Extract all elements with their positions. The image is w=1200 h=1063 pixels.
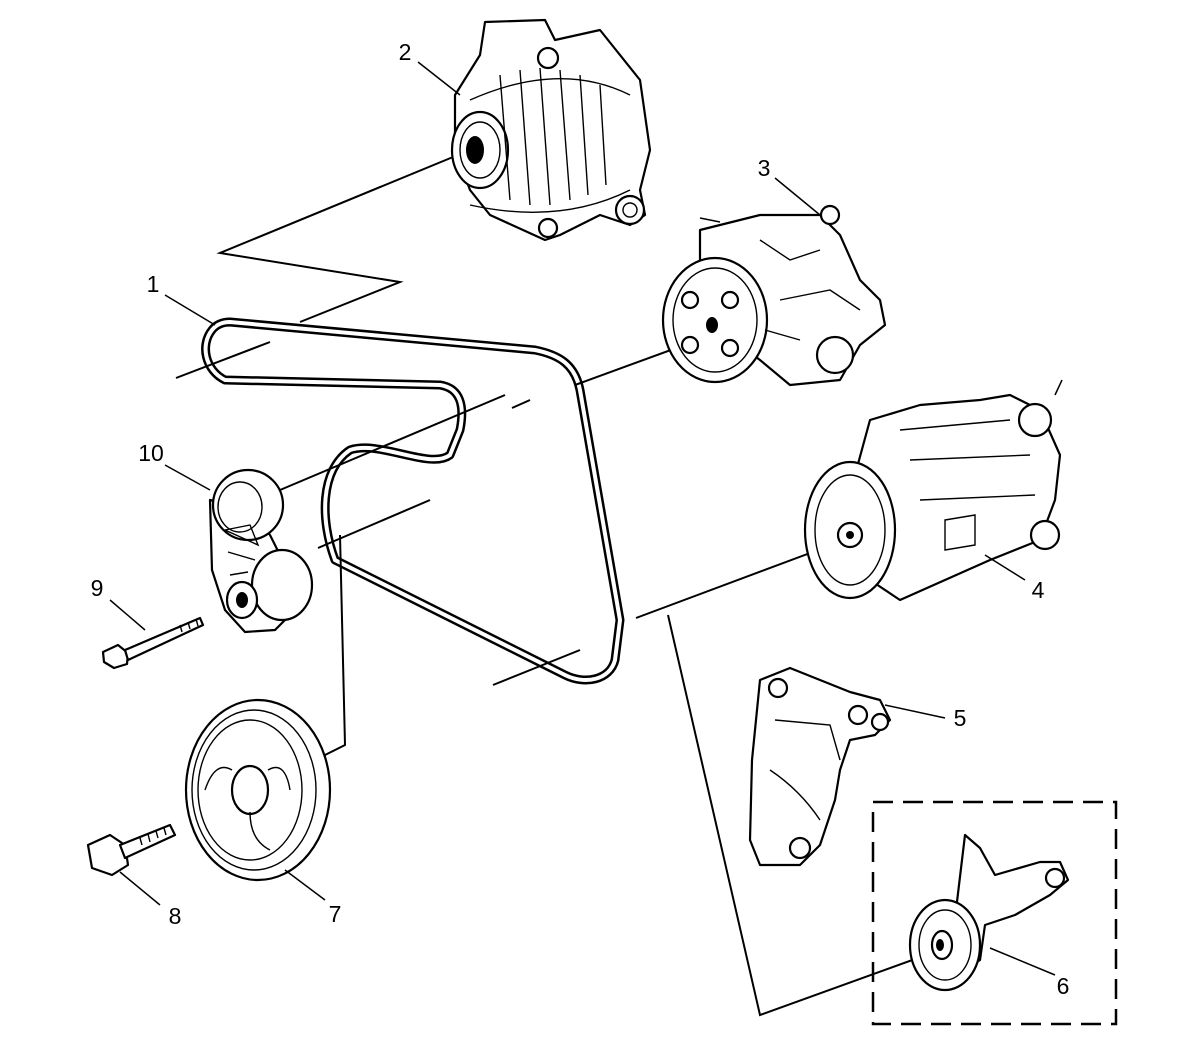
balancer-bolt bbox=[86, 823, 177, 877]
callout-2: 2 bbox=[399, 39, 412, 65]
callout-3: 3 bbox=[758, 155, 771, 181]
idler-pulley-bracket bbox=[908, 833, 1070, 992]
callout-labels: 1 2 3 4 5 6 7 8 9 10 bbox=[91, 39, 1070, 999]
callout-4: 4 bbox=[1032, 577, 1045, 603]
optional-idler-box bbox=[871, 800, 1118, 1026]
callout-6: 6 bbox=[1057, 973, 1070, 999]
ac-compressor bbox=[803, 379, 1063, 602]
tensioner-bolt bbox=[101, 616, 205, 670]
belt-tensioner bbox=[208, 468, 314, 634]
drive-belt bbox=[201, 317, 625, 685]
belt-routing-lines bbox=[175, 149, 941, 1017]
callout-8: 8 bbox=[169, 903, 182, 929]
callout-9: 9 bbox=[91, 575, 104, 601]
generator bbox=[450, 18, 652, 242]
callout-10: 10 bbox=[138, 440, 164, 466]
pump-assembly bbox=[661, 204, 887, 387]
callout-5: 5 bbox=[954, 705, 967, 731]
callout-7: 7 bbox=[329, 901, 342, 927]
callout-1: 1 bbox=[147, 271, 160, 297]
callout-leaders bbox=[109, 61, 1056, 976]
crankshaft-balancer bbox=[184, 698, 332, 882]
mounting-bracket bbox=[748, 666, 892, 867]
